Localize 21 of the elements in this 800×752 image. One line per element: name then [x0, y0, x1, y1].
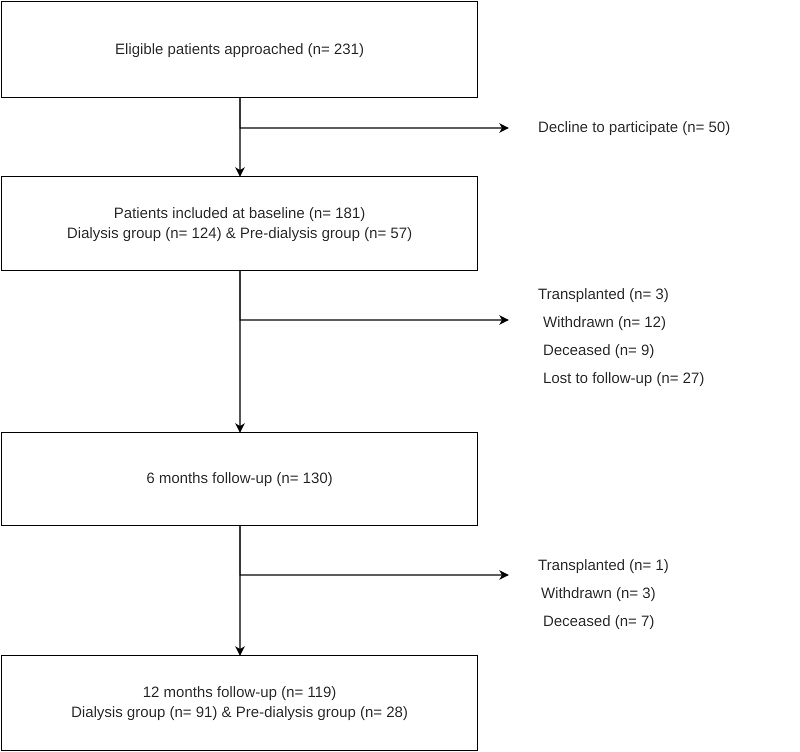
arrow	[239, 98, 509, 133]
outcome-text: Decline to participate (n= 50)	[538, 118, 730, 138]
outcome-text: Deceased (n= 9)	[543, 341, 656, 361]
outcome-text: Deceased (n= 7)	[543, 612, 656, 632]
outcome-text: Withdrawn (n= 12)	[543, 313, 667, 333]
process-box	[1, 432, 478, 526]
arrow	[239, 526, 509, 580]
process-box	[1, 176, 478, 271]
box-text: Dialysis group (n= 91) & Pre-dialysis group (n= 28)	[71, 703, 408, 723]
box-text: 6 months follow-up (n= 130)	[146, 469, 333, 489]
process-box	[1, 655, 478, 751]
outcome-text: Transplanted (n= 1)	[538, 556, 669, 576]
arrow	[239, 271, 509, 325]
outcome-text: Lost to follow-up (n= 27)	[543, 369, 704, 389]
box-text: 12 months follow-up (n= 119)	[142, 683, 336, 703]
box-text: Dialysis group (n= 124) & Pre-dialysis group (n= 57)	[66, 224, 412, 244]
box-text: Patients included at baseline (n= 181)	[114, 204, 366, 224]
outcome-text: Withdrawn (n= 3)	[541, 584, 657, 604]
outcome-text: Transplanted (n= 3)	[538, 285, 670, 305]
box-text: Eligible patients approached (n= 231)	[115, 40, 364, 60]
process-box	[1, 1, 478, 98]
